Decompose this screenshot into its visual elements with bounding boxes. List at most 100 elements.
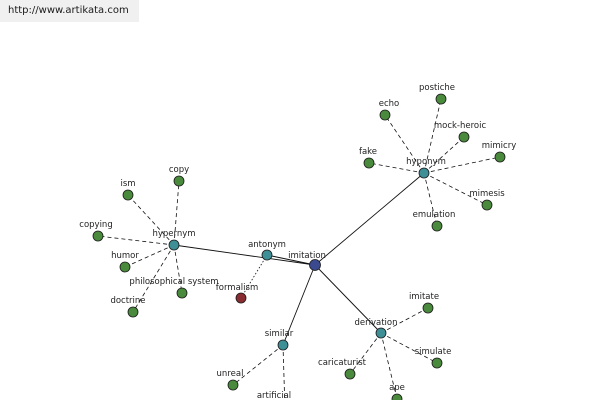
node-mimicry[interactable]: mimicry [482, 141, 516, 163]
node-dot-postiche[interactable] [435, 93, 447, 105]
node-ism[interactable]: ism [120, 179, 136, 201]
node-dot-simulate[interactable] [431, 357, 443, 369]
edge-hyponym-mimicry [423, 156, 501, 174]
node-dot-fake[interactable] [363, 157, 375, 169]
node-dot-echo[interactable] [379, 109, 391, 121]
node-imitation[interactable]: imitation [288, 251, 326, 271]
node-dot-imitate[interactable] [422, 302, 434, 314]
node-unreal[interactable]: unreal [217, 369, 244, 391]
node-label-hyponym[interactable]: hyponym [406, 157, 446, 167]
url-bar[interactable]: http://www.artikata.com [0, 0, 139, 22]
node-label-simulate[interactable]: simulate [415, 347, 452, 357]
node-humor[interactable]: humor [111, 251, 139, 273]
node-label-antonym[interactable]: antonym [248, 240, 286, 250]
node-dot-doctrine[interactable] [127, 306, 139, 318]
edge-hyponym-mock_heroic [423, 136, 465, 174]
node-caricaturist[interactable]: caricaturist [318, 358, 367, 380]
node-mimesis[interactable]: mimesis [469, 189, 505, 211]
node-label-imitation[interactable]: imitation [288, 251, 326, 261]
node-fake[interactable]: fake [359, 147, 377, 169]
node-dot-mimicry[interactable] [494, 151, 506, 163]
node-dot-hypernym[interactable] [168, 239, 180, 251]
edge-derivation-ape [380, 332, 398, 400]
node-dot-antonym[interactable] [261, 249, 273, 261]
edge-derivation-caricaturist [349, 332, 382, 375]
node-simulate[interactable]: simulate [415, 347, 452, 369]
node-label-humor[interactable]: humor [111, 251, 139, 261]
node-similar[interactable]: similar [265, 329, 294, 351]
node-label-mimesis[interactable]: mimesis [469, 189, 505, 199]
node-dot-mock_heroic[interactable] [458, 131, 470, 143]
node-label-copy[interactable]: copy [169, 165, 189, 175]
edge-imitation-antonym [266, 254, 316, 266]
edge-imitation-derivation [314, 264, 382, 334]
edge-hyponym-postiche [423, 98, 442, 174]
node-label-unreal[interactable]: unreal [217, 369, 244, 379]
edge-derivation-imitate [380, 307, 429, 334]
node-label-postiche[interactable]: postiche [419, 83, 455, 93]
node-dot-mimesis[interactable] [481, 199, 493, 211]
node-dot-ism[interactable] [122, 189, 134, 201]
edge-hypernym-copy [173, 180, 180, 246]
edge-hyponym-emulation [423, 172, 438, 227]
edge-hyponym-fake [368, 162, 425, 174]
edge-hyponym-echo [384, 114, 425, 174]
node-echo[interactable]: echo [379, 99, 400, 121]
node-dot-emulation[interactable] [431, 220, 443, 232]
node-antonym[interactable]: antonym [248, 240, 286, 261]
node-philosophical_system[interactable]: philosophical system [129, 277, 219, 299]
node-formalism[interactable]: formalism [216, 283, 258, 304]
edge-imitation-similar [282, 264, 316, 346]
node-postiche[interactable]: postiche [419, 83, 455, 105]
edge-similar-unreal [232, 344, 284, 386]
edges-layer [97, 98, 501, 400]
node-hypernym[interactable]: hypernym [152, 229, 196, 251]
node-dot-unreal[interactable] [227, 379, 239, 391]
node-label-imitate[interactable]: imitate [409, 292, 439, 302]
node-dot-ape[interactable] [391, 393, 403, 400]
node-label-copying[interactable]: copying [79, 220, 112, 230]
node-hyponym[interactable]: hyponym [406, 157, 446, 179]
node-label-ape[interactable]: ape [389, 383, 405, 393]
node-ape[interactable]: ape [389, 383, 405, 400]
edge-antonym-formalism [240, 254, 268, 299]
node-dot-formalism[interactable] [235, 292, 247, 304]
node-imitate[interactable]: imitate [409, 292, 439, 314]
node-artificial[interactable]: artificial [257, 391, 291, 400]
node-label-artificial[interactable]: artificial [257, 391, 291, 400]
node-dot-copying[interactable] [92, 230, 104, 242]
node-emulation[interactable]: emulation [413, 210, 456, 232]
node-label-ism[interactable]: ism [120, 179, 135, 189]
node-derivation[interactable]: derivation [354, 318, 398, 339]
node-dot-hyponym[interactable] [418, 167, 430, 179]
node-label-philosophical_system[interactable]: philosophical system [129, 277, 218, 287]
node-dot-philosophical_system[interactable] [176, 287, 188, 299]
node-label-derivation[interactable]: derivation [354, 318, 397, 328]
node-doctrine[interactable]: doctrine [110, 296, 146, 318]
node-copying[interactable]: copying [79, 220, 113, 242]
node-label-formalism[interactable]: formalism [216, 283, 258, 293]
node-copy[interactable]: copy [169, 165, 189, 187]
node-label-doctrine[interactable]: doctrine [110, 296, 145, 306]
node-label-hypernym[interactable]: hypernym [152, 229, 195, 239]
node-label-similar[interactable]: similar [265, 329, 294, 339]
node-dot-caricaturist[interactable] [344, 368, 356, 380]
node-label-emulation[interactable]: emulation [413, 210, 456, 220]
node-dot-humor[interactable] [119, 261, 131, 273]
edge-imitation-hypernym [173, 244, 316, 266]
node-dot-similar[interactable] [277, 339, 289, 351]
edge-hypernym-humor [124, 244, 175, 268]
node-label-fake[interactable]: fake [359, 147, 377, 157]
node-label-mock_heroic[interactable]: mock-heroic [434, 121, 487, 131]
node-dot-copy[interactable] [173, 175, 185, 187]
node-label-mimicry[interactable]: mimicry [482, 141, 516, 151]
edge-hypernym-philosophical_system [173, 244, 183, 294]
node-dot-derivation[interactable] [375, 327, 387, 339]
node-dot-imitation[interactable] [309, 259, 321, 271]
edge-imitation-hyponym [314, 172, 425, 266]
node-label-caricaturist[interactable]: caricaturist [318, 358, 367, 368]
node-label-echo[interactable]: echo [379, 99, 400, 109]
node-mock_heroic[interactable]: mock-heroic [434, 121, 487, 143]
